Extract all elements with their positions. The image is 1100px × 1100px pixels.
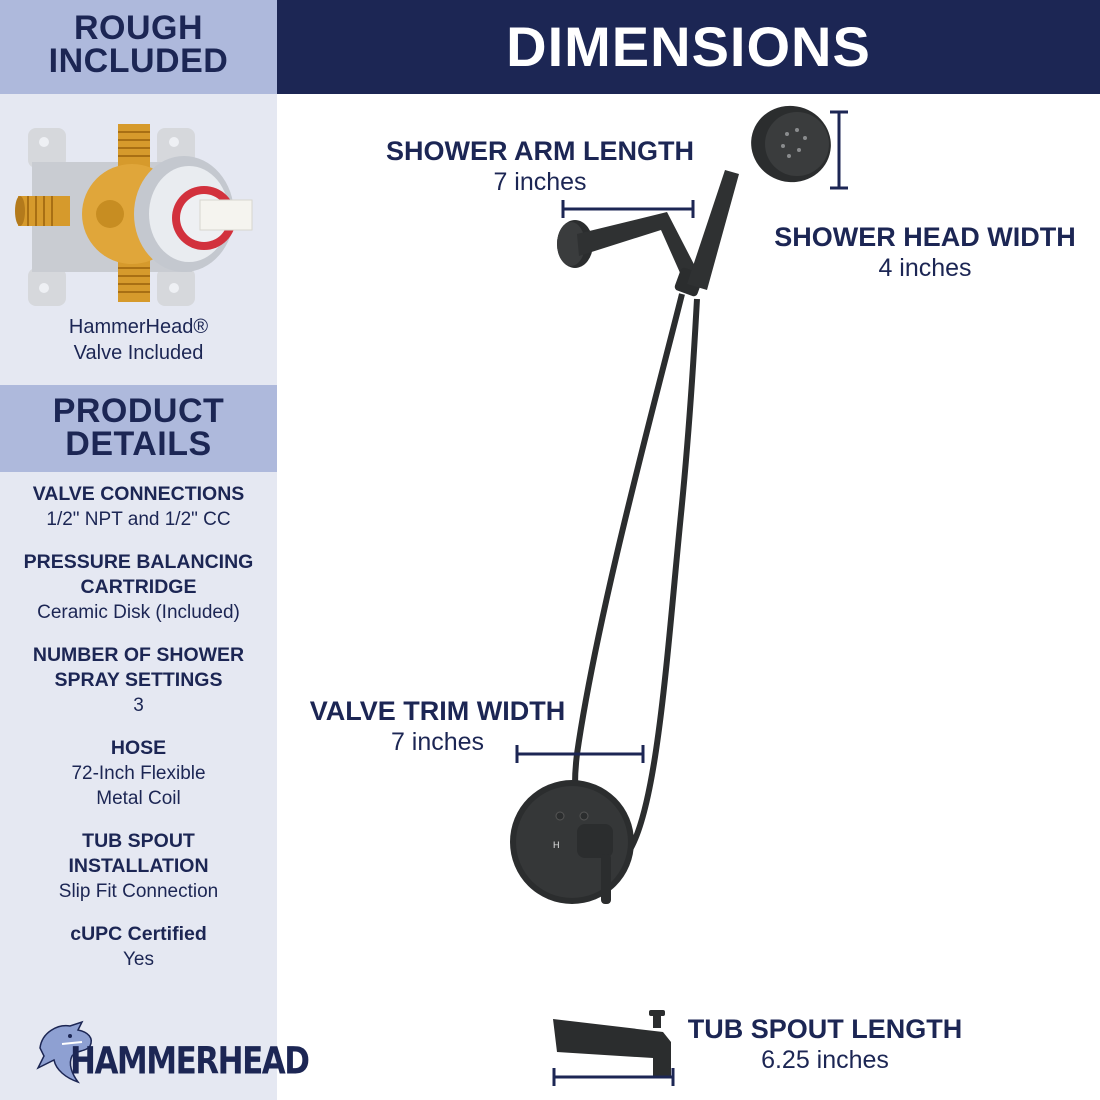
- dimension-label: SHOWER HEAD WIDTH: [774, 222, 1076, 252]
- hammerhead-shark-logo-icon: [36, 1020, 92, 1084]
- rough-header-line-2: INCLUDED: [48, 42, 229, 80]
- dimension-markers: [515, 110, 848, 1086]
- valve-trim-width-label: VALVE TRIM WIDTH 7 inches: [295, 696, 580, 757]
- detail-label: TUB SPOUT: [82, 830, 195, 852]
- shower-arm-length-label: SHOWER ARM LENGTH 7 inches: [370, 136, 710, 197]
- detail-cupc-certified: cUPC Certified Yes: [0, 922, 277, 972]
- product-details-list: VALVE CONNECTIONS 1/2" NPT and 1/2" CC P…: [0, 482, 277, 990]
- detail-value: Metal Coil: [96, 788, 181, 809]
- dimension-value: 7 inches: [493, 168, 587, 196]
- dimension-value: 6.25 inches: [761, 1046, 889, 1074]
- valve-caption: HammerHead® Valve Included: [0, 314, 277, 366]
- rough-valve-image: [15, 124, 253, 306]
- shower-fixture-illustration: H: [510, 105, 848, 1086]
- detail-label: CARTRIDGE: [80, 576, 197, 598]
- dimension-label: TUB SPOUT LENGTH: [687, 1014, 963, 1044]
- detail-label: PRESSURE BALANCING: [23, 551, 254, 573]
- dimensions-title: DIMENSIONS: [277, 0, 1100, 94]
- detail-label: SPRAY SETTINGS: [54, 669, 223, 691]
- detail-tub-spout-installation: TUB SPOUT INSTALLATION Slip Fit Connecti…: [0, 829, 277, 904]
- detail-label: cUPC Certified: [70, 923, 207, 945]
- detail-hose: HOSE 72-Inch Flexible Metal Coil: [0, 736, 277, 811]
- hammerhead-logo-text: HAMMERHEAD: [70, 1040, 310, 1084]
- detail-label: INSTALLATION: [68, 855, 209, 877]
- dimension-label: SHOWER ARM LENGTH: [386, 136, 694, 166]
- detail-label: HOSE: [110, 737, 167, 759]
- dimension-label: VALVE TRIM WIDTH: [309, 696, 566, 726]
- detail-value: Yes: [123, 949, 154, 970]
- details-header-line-1: PRODUCT: [52, 392, 225, 430]
- rough-included-header: ROUGH INCLUDED: [0, 0, 277, 94]
- svg-text:H: H: [553, 840, 560, 850]
- detail-value: Slip Fit Connection: [58, 881, 219, 902]
- detail-value: 72-Inch Flexible: [71, 763, 206, 784]
- valve-caption-line-1: HammerHead®: [68, 316, 209, 338]
- details-header-line-2: DETAILS: [65, 425, 212, 463]
- rough-header-line-1: ROUGH: [73, 9, 204, 47]
- detail-label: VALVE CONNECTIONS: [32, 483, 245, 505]
- detail-spray-settings: NUMBER OF SHOWER SPRAY SETTINGS 3: [0, 643, 277, 718]
- product-details-header: PRODUCT DETAILS: [0, 385, 277, 472]
- dimension-value: 7 inches: [390, 728, 485, 756]
- detail-valve-connections: VALVE CONNECTIONS 1/2" NPT and 1/2" CC: [0, 482, 277, 532]
- valve-caption-line-2: Valve Included: [73, 342, 204, 364]
- dimension-value: 4 inches: [878, 254, 972, 282]
- detail-pressure-balancing: PRESSURE BALANCING CARTRIDGE Ceramic Dis…: [0, 550, 277, 625]
- shower-head-width-label: SHOWER HEAD WIDTH 4 inches: [760, 222, 1090, 283]
- product-sidebar: ROUGH INCLUDED: [0, 0, 310, 1100]
- detail-value: Ceramic Disk (Included): [37, 602, 240, 623]
- detail-value: 3: [133, 695, 144, 716]
- tub-spout-length-label: TUB SPOUT LENGTH 6.25 inches: [675, 1014, 975, 1075]
- detail-value: 1/2" NPT and 1/2" CC: [46, 509, 231, 530]
- detail-label: NUMBER OF SHOWER: [32, 644, 245, 666]
